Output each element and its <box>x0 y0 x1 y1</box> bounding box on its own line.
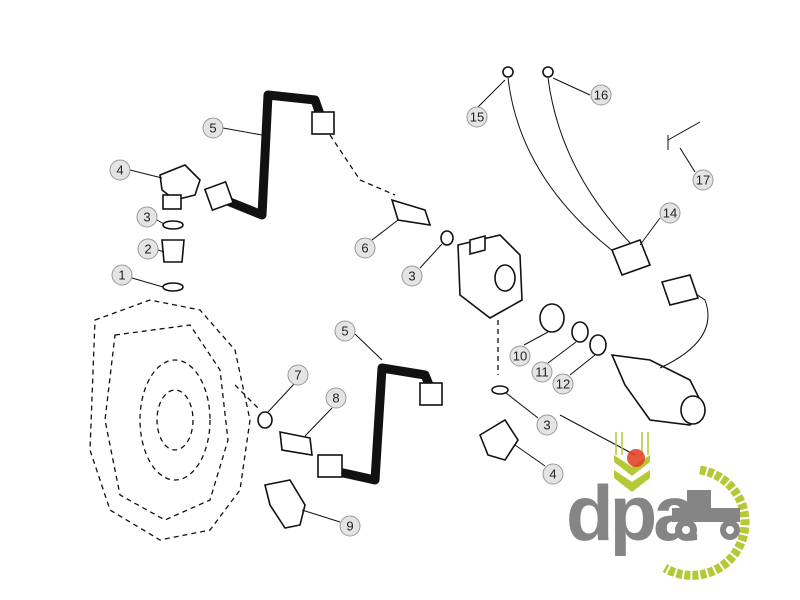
o-ring-3 <box>491 385 509 395</box>
hose-end <box>419 382 443 406</box>
callout-16: 16 <box>552 77 612 106</box>
svg-text:8: 8 <box>332 391 339 406</box>
svg-text:3: 3 <box>543 418 550 433</box>
svg-text:12: 12 <box>556 377 570 392</box>
callout-15: 15 <box>466 79 506 128</box>
o-ring-7 <box>257 411 273 429</box>
svg-text:1: 1 <box>118 268 125 283</box>
svg-text:5: 5 <box>209 121 216 136</box>
callout-3: 3 <box>505 392 558 436</box>
callout-6: 6 <box>354 219 399 259</box>
svg-text:10: 10 <box>513 349 527 364</box>
svg-text:14: 14 <box>663 206 677 221</box>
svg-text:4: 4 <box>549 467 556 482</box>
svg-text:4: 4 <box>116 163 123 178</box>
wiring-harness <box>502 66 701 306</box>
callout-11: 11 <box>531 341 577 383</box>
callout-3: 3 <box>401 243 443 287</box>
callout-2: 2 <box>137 238 165 260</box>
svg-text:16: 16 <box>594 88 608 103</box>
svg-text:9: 9 <box>346 519 353 534</box>
elbow-fitting-9 <box>264 479 306 529</box>
svg-text:11: 11 <box>535 365 549 380</box>
o-ring-3 <box>162 220 184 230</box>
callout-4: 4 <box>514 444 564 485</box>
callout-5: 5 <box>334 320 383 361</box>
callout-8: 8 <box>304 387 347 437</box>
solenoid-valve <box>610 289 709 426</box>
nut-10 <box>539 303 565 333</box>
o-ring-12 <box>589 334 607 356</box>
callout-3: 3 <box>136 206 165 228</box>
o-ring-1 <box>162 282 184 292</box>
svg-text:7: 7 <box>294 368 301 383</box>
pump-housing <box>89 299 261 541</box>
elbow-fitting-4 <box>159 164 201 210</box>
fitting-6 <box>390 198 432 226</box>
hose-end <box>203 180 235 212</box>
svg-text:2: 2 <box>144 242 151 257</box>
svg-text:15: 15 <box>470 110 484 125</box>
callout-14: 14 <box>639 202 681 246</box>
hose-lower-5 <box>325 363 437 485</box>
callout-1: 1 <box>111 264 164 288</box>
elbow-fitting-4 <box>479 418 519 461</box>
dpa-logo: dpa <box>566 432 750 580</box>
fitting-8 <box>279 431 313 456</box>
callout-5: 5 <box>202 117 263 139</box>
svg-text:3: 3 <box>408 269 415 284</box>
svg-text:6: 6 <box>361 241 368 256</box>
callout-17: 17 <box>679 147 714 191</box>
adapter-2 <box>161 239 185 263</box>
callout-9: 9 <box>301 509 361 537</box>
svg-text:5: 5 <box>341 324 348 339</box>
svg-text:3: 3 <box>143 210 150 225</box>
callout-12: 12 <box>552 354 596 395</box>
o-ring-11 <box>571 321 589 343</box>
callout-4: 4 <box>109 159 163 181</box>
hose-upper-5 <box>220 90 327 220</box>
tractor-icon <box>672 490 740 541</box>
svg-text:17: 17 <box>696 173 710 188</box>
valve-block <box>457 234 523 319</box>
hose-end <box>311 111 335 135</box>
o-ring-3 <box>440 230 454 246</box>
callout-10: 10 <box>509 331 549 367</box>
callout-7: 7 <box>267 364 309 413</box>
hose-end <box>317 454 343 478</box>
